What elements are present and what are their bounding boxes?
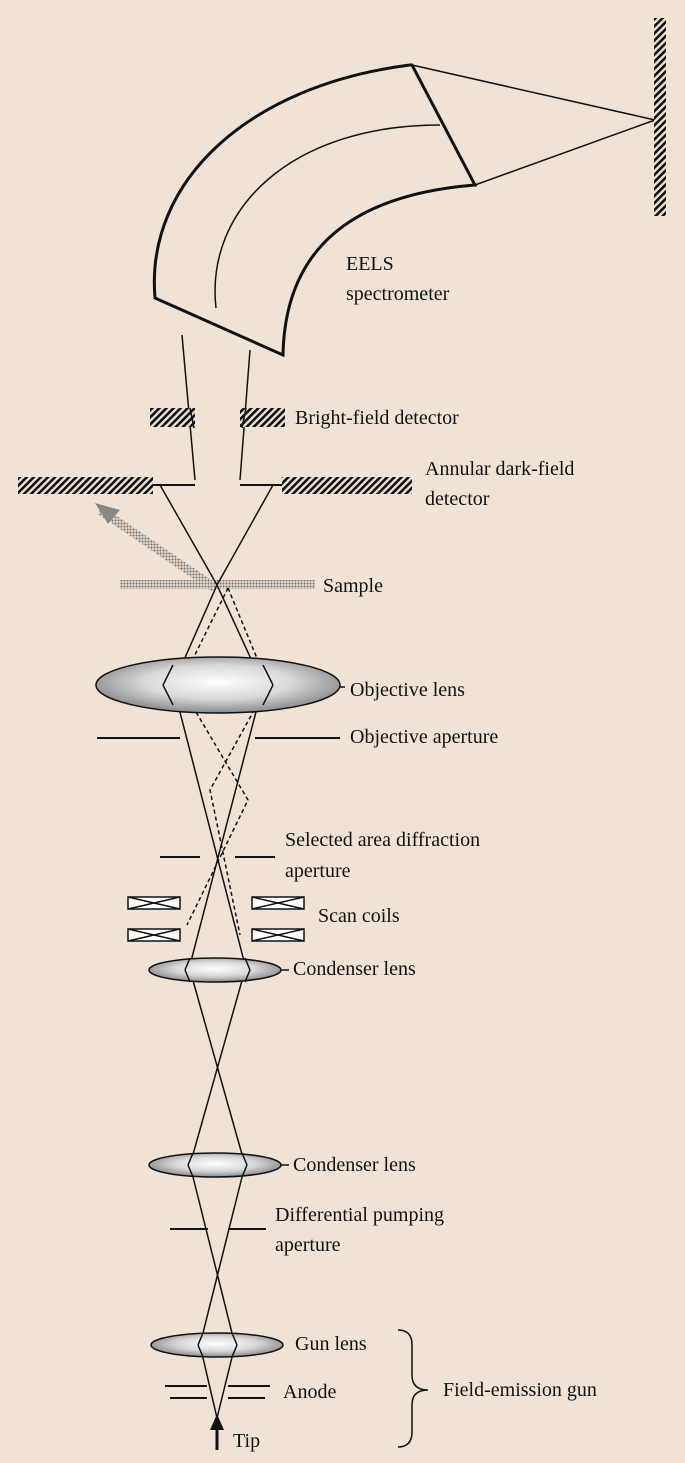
condenser-lens-lower-label: Condenser lens xyxy=(293,1154,416,1176)
field-emission-gun-brace xyxy=(397,1329,429,1448)
dpa-label-line2: aperture xyxy=(275,1234,341,1256)
condenser-lens-upper xyxy=(148,957,282,983)
anode xyxy=(165,1385,270,1399)
tip-arrow xyxy=(210,1414,224,1450)
objective-lens xyxy=(95,656,341,714)
spectrometer-detector-screen xyxy=(654,18,666,216)
field-emission-gun-label: Field-emission gun xyxy=(443,1379,597,1401)
sample-label: Sample xyxy=(323,575,383,597)
spectrometer-ray-upper xyxy=(411,64,656,121)
spectrometer-ray-lower xyxy=(474,119,656,186)
objective-aperture-label: Objective aperture xyxy=(350,726,499,748)
spectrometer-inner-path xyxy=(214,124,441,309)
annular-dark-field-detector xyxy=(18,477,412,494)
gun-lens-label: Gun lens xyxy=(295,1333,367,1355)
tip-label: Tip xyxy=(233,1430,261,1452)
bright-field-detector-label: Bright-field detector xyxy=(295,407,459,429)
adf-detector-label-line1: Annular dark-field xyxy=(425,458,575,480)
spectrometer-outline xyxy=(152,63,478,358)
objective-lens-label: Objective lens xyxy=(350,679,465,701)
anode-label: Anode xyxy=(283,1381,337,1403)
sad-aperture-label-line1: Selected area diffraction xyxy=(285,829,481,851)
scattered-electron-arrow xyxy=(97,506,218,592)
beam-rays xyxy=(159,484,274,1419)
scan-coils-label: Scan coils xyxy=(318,905,400,927)
condenser-lens-upper-label: Condenser lens xyxy=(293,958,416,980)
eels-label-line1: EELS xyxy=(346,253,394,275)
condenser-lens-lower xyxy=(148,1152,282,1178)
scanned-beam-dashed xyxy=(179,587,269,936)
eels-spectrometer xyxy=(152,63,656,358)
gun-lens xyxy=(150,1332,284,1358)
dpa-label-line1: Differential pumping xyxy=(275,1204,445,1226)
adf-detector-label-line2: detector xyxy=(425,488,490,510)
eels-label-line2: spectrometer xyxy=(346,283,450,305)
scan-coils xyxy=(127,896,305,942)
sad-aperture-label-line2: aperture xyxy=(285,860,351,882)
